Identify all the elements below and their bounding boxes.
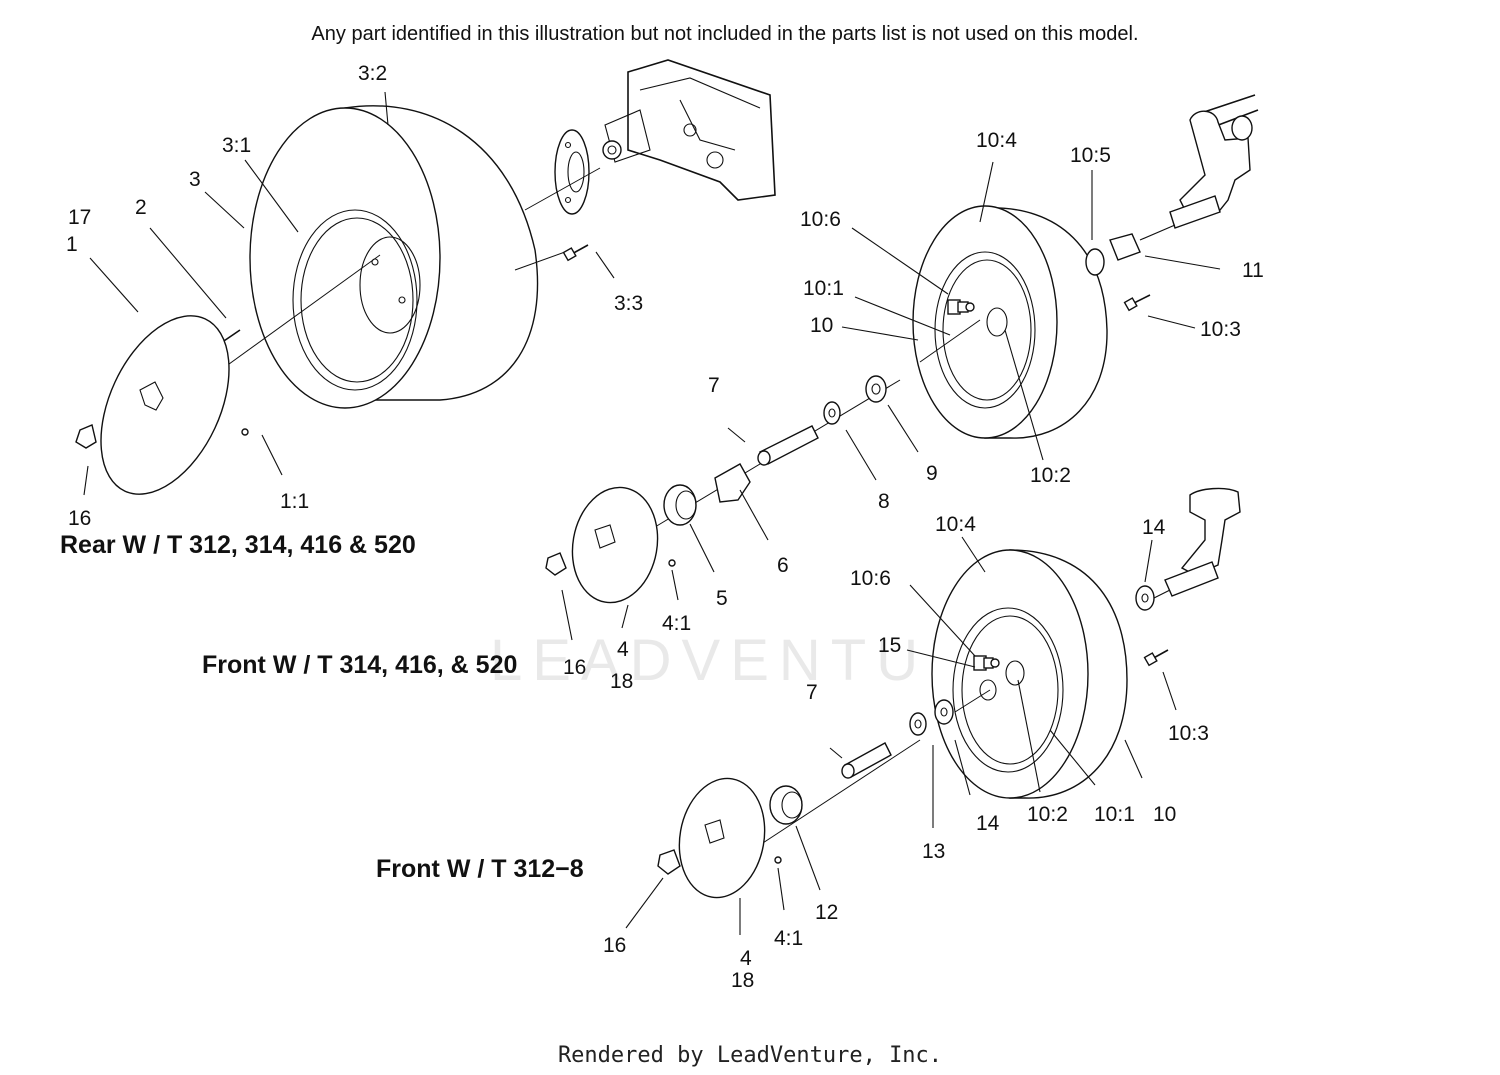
callout-16: 16 (68, 507, 91, 530)
bearing-10-5 (1085, 248, 1105, 276)
front-wheel-assembly-a: 10:4 10:5 10:6 11 10:1 10 10:3 10:2 7 9 … (202, 94, 1264, 693)
callout-6: 6 (777, 554, 789, 577)
callout-17: 17 (68, 206, 91, 229)
callout-4-a: 4 (617, 638, 629, 661)
spindle-arm-upper (1139, 94, 1259, 241)
callout-7-a: 7 (708, 374, 720, 397)
grease-fitting-upper (947, 299, 975, 315)
front-clip-16-a (545, 552, 567, 576)
callout-10-3-b: 10:3 (1168, 722, 1209, 745)
callout-10-6-a: 10:6 (800, 208, 841, 231)
callout-14-lower: 14 (976, 812, 1000, 835)
front-hub-cap-b (678, 777, 766, 899)
header-note: Any part identified in this illustration… (311, 23, 1138, 45)
bushing-12 (769, 785, 803, 825)
section-title-rear: Rear W / T 312, 314, 416 & 520 (60, 531, 416, 559)
callout-4-1-a: 4:1 (662, 612, 691, 635)
bushing-11 (1109, 233, 1141, 261)
callout-10-4-b: 10:4 (935, 513, 976, 536)
spindle-arm-lower (1135, 487, 1241, 611)
callout-3-2: 3:2 (358, 62, 387, 85)
callout-2: 2 (135, 196, 147, 219)
callout-3: 3 (189, 168, 201, 191)
rear-hub-cap (100, 315, 249, 495)
callout-7-b: 7 (806, 681, 818, 704)
callout-18-a: 18 (610, 670, 633, 693)
callout-8: 8 (878, 490, 890, 513)
callout-15: 15 (878, 634, 901, 657)
callout-5: 5 (716, 587, 728, 610)
bolt-10-3-upper (1123, 294, 1151, 312)
rear-clip-16 (75, 424, 97, 449)
callout-16-b: 16 (603, 934, 626, 957)
transmission-housing (602, 59, 776, 201)
callout-10-5: 10:5 (1070, 144, 1111, 167)
bolt-10-3-lower (1143, 649, 1169, 667)
callout-10-2-b: 10:2 (1027, 803, 1068, 826)
callout-3-3: 3:3 (614, 292, 643, 315)
callout-1: 1 (66, 233, 78, 256)
front-tire-upper (912, 205, 1108, 439)
rear-wheel-assembly: 17 1 2 3 3:1 3:2 3:3 16 1:1 Rear W / T 3… (60, 59, 776, 559)
washer-13 (909, 712, 927, 736)
callout-10-2-a: 10:2 (1030, 464, 1071, 487)
rear-tire (249, 105, 539, 409)
footer-credit: Rendered by LeadVenture, Inc. (558, 1043, 942, 1068)
callout-10-6-b: 10:6 (850, 567, 891, 590)
bolt-part-3-3 (562, 244, 589, 262)
washer-14-lower (934, 699, 954, 725)
callout-9: 9 (926, 462, 938, 485)
callout-10-1-b: 10:1 (1094, 803, 1135, 826)
watermark: LEADVENTURE (490, 628, 1029, 693)
callout-14-upper: 14 (1142, 516, 1166, 539)
callout-10-a: 10 (810, 314, 833, 337)
callout-4-b: 4 (740, 947, 752, 970)
washer-14-upper (1135, 585, 1155, 611)
front-clip-16-b (657, 849, 681, 875)
callout-10-b: 10 (1153, 803, 1176, 826)
callout-10-1-a: 10:1 (803, 277, 844, 300)
front-wheel-assembly-b: 10:4 14 10:6 15 10:3 7 14 13 10:2 10:1 1… (376, 487, 1241, 992)
gear-hub (714, 463, 751, 503)
bushing-5 (663, 484, 697, 526)
callout-10-4-a: 10:4 (976, 129, 1017, 152)
callout-4-1-b: 4:1 (774, 927, 803, 950)
callout-18-b: 18 (731, 969, 754, 992)
callout-16-a: 16 (563, 656, 586, 679)
front-hub-cap-a (571, 486, 659, 604)
callout-11: 11 (1242, 259, 1264, 282)
front-tire-lower (931, 549, 1128, 799)
callout-1-1: 1:1 (280, 490, 309, 513)
section-title-front-b: Front W / T 312−8 (376, 855, 584, 883)
callout-3-1: 3:1 (222, 134, 251, 157)
washer-9 (865, 375, 887, 403)
callout-13: 13 (922, 840, 945, 863)
callout-10-3-a: 10:3 (1200, 318, 1241, 341)
section-title-front-a: Front W / T 314, 416, & 520 (202, 651, 517, 679)
hub-flange (554, 129, 590, 215)
callout-12: 12 (815, 901, 838, 924)
grease-fitting-lower (973, 655, 1000, 671)
washer-8 (823, 401, 841, 425)
